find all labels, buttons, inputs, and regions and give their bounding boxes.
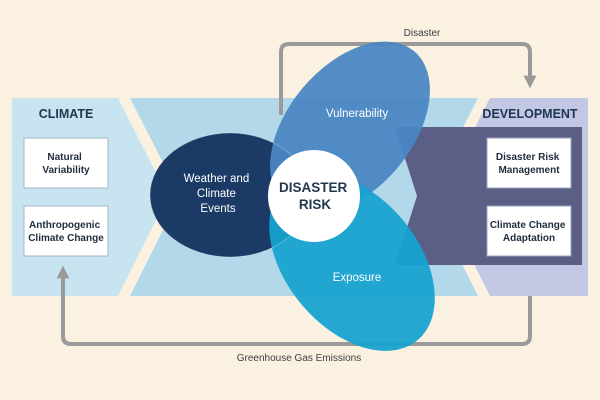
disaster-arrow [279, 42, 537, 115]
disaster-flow-label: Disaster [404, 28, 441, 39]
vulnerability-label: Vulnerability [326, 108, 388, 120]
greenhouse-gas-flow-label: Greenhouse Gas Emissions [237, 353, 362, 364]
climate-title: CLIMATE [39, 107, 94, 121]
anthropogenic-climate-change-label: Anthropogenic Climate Change [28, 220, 104, 244]
development-title: DEVELOPMENT [482, 107, 578, 121]
disaster-risk-circle [268, 150, 360, 242]
disaster-risk-management-label: Disaster Risk Management [496, 152, 562, 176]
exposure-label: Exposure [333, 272, 382, 284]
hazard-label: Weather and Climate Events [184, 173, 253, 215]
climate-panel [12, 98, 168, 296]
greenhouse-gas-arrow [56, 265, 532, 346]
natural-variability-box [23, 137, 109, 189]
disaster-risk-label: DISASTER RISK [279, 180, 351, 212]
disaster-risk-management-box [486, 137, 572, 189]
climate-change-adaptation-box [486, 205, 572, 257]
climate-change-adaptation-label: Climate Change Adaptation [490, 220, 568, 244]
anthropogenic-climate-change-box [23, 205, 109, 257]
natural-variability-label: Natural Variability [42, 152, 90, 176]
